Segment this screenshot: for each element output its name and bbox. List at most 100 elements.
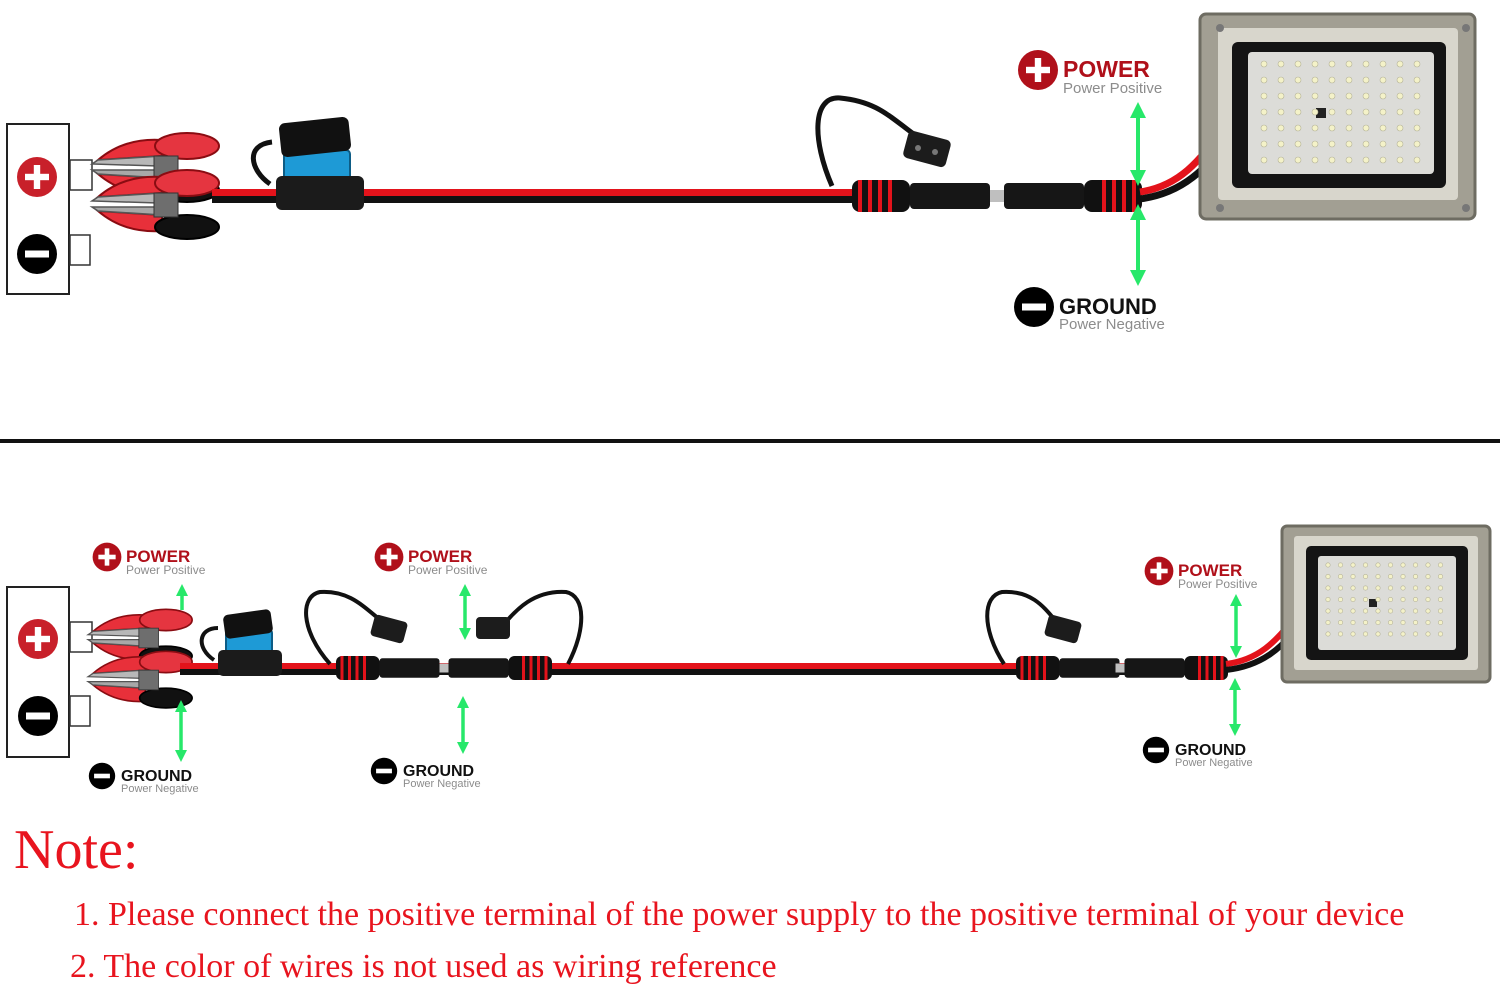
- led-dot: [1350, 596, 1356, 602]
- led-dot: [1325, 608, 1331, 614]
- led-dot: [1425, 585, 1431, 591]
- led-dot: [1311, 108, 1319, 116]
- led-dot: [1438, 631, 1444, 637]
- svg-text:Power Positive: Power Positive: [1178, 577, 1258, 591]
- led-dot: [1363, 585, 1369, 591]
- led-dot: [1438, 585, 1444, 591]
- led-dot: [1413, 562, 1419, 568]
- red-wire: [212, 189, 862, 196]
- led-dot: [1338, 573, 1344, 579]
- minus-circle-icon: [88, 762, 116, 790]
- led-dot: [1362, 156, 1370, 164]
- led-dot: [1375, 573, 1381, 579]
- led-dot: [1425, 608, 1431, 614]
- led-dot: [1294, 140, 1302, 148]
- led-dot: [1413, 585, 1419, 591]
- led-dot: [1379, 124, 1387, 132]
- connector-dust-cap: [815, 95, 951, 187]
- sae-connector-right: [992, 180, 1142, 212]
- led-grid: [1260, 60, 1421, 164]
- led-dot: [1388, 585, 1394, 591]
- led-grid: [1325, 562, 1444, 637]
- svg-text:POWER: POWER: [126, 547, 190, 566]
- svg-text:POWER: POWER: [1178, 561, 1242, 580]
- led-dot: [1400, 631, 1406, 637]
- led-dot: [1363, 596, 1369, 602]
- plus-circle-icon: [92, 542, 122, 572]
- led-dot: [1325, 631, 1331, 637]
- led-dot: [1379, 76, 1387, 84]
- led-dot: [1362, 140, 1370, 148]
- led-dot: [1311, 140, 1319, 148]
- svg-text:POWER: POWER: [1063, 56, 1150, 82]
- led-dot: [1311, 156, 1319, 164]
- led-dot: [1277, 156, 1285, 164]
- led-dot: [1363, 562, 1369, 568]
- led-dot: [1338, 619, 1344, 625]
- led-dot: [1362, 92, 1370, 100]
- led-dot: [1345, 60, 1353, 68]
- black-wire: [180, 669, 1185, 675]
- led-dot: [1325, 596, 1331, 602]
- led-dot: [1325, 573, 1331, 579]
- led-dot: [1413, 108, 1421, 116]
- power-label: POWER Power Positive: [1144, 556, 1258, 591]
- sae-connector-left: [852, 180, 1002, 212]
- led-dot: [1375, 608, 1381, 614]
- inline-fuse-holder: [199, 609, 282, 676]
- led-dot: [1425, 562, 1431, 568]
- led-dot: [1325, 619, 1331, 625]
- led-dot: [1400, 585, 1406, 591]
- led-dot: [1379, 108, 1387, 116]
- led-dot: [1294, 108, 1302, 116]
- led-dot: [1413, 124, 1421, 132]
- ground-label: GROUND Power Negative: [1014, 287, 1165, 333]
- led-dot: [1277, 108, 1285, 116]
- led-dot: [1425, 596, 1431, 602]
- led-dot: [1388, 562, 1394, 568]
- led-dot: [1350, 562, 1356, 568]
- inline-fuse-holder: [250, 117, 364, 210]
- led-dot: [1311, 92, 1319, 100]
- led-dot: [1413, 608, 1419, 614]
- led-dot: [1400, 596, 1406, 602]
- led-dot: [1294, 76, 1302, 84]
- led-dot: [1413, 596, 1419, 602]
- led-dot: [1338, 631, 1344, 637]
- led-dot: [1362, 60, 1370, 68]
- led-dot: [1375, 585, 1381, 591]
- led-dot: [1413, 573, 1419, 579]
- power-label: POWER Power Positive: [92, 542, 206, 577]
- sae-connector: [439, 656, 552, 680]
- battery-negative-icon: [18, 696, 58, 736]
- led-dot: [1379, 92, 1387, 100]
- led-dot: [1260, 60, 1268, 68]
- led-dot: [1400, 562, 1406, 568]
- led-dot: [1396, 156, 1404, 164]
- led-dot: [1345, 92, 1353, 100]
- led-dot: [1362, 76, 1370, 84]
- led-dot: [1338, 608, 1344, 614]
- note-title: Note:: [14, 819, 139, 881]
- led-dot: [1325, 585, 1331, 591]
- minus-circle-icon: [1142, 736, 1170, 764]
- svg-text:GROUND: GROUND: [403, 763, 474, 780]
- led-dot: [1345, 124, 1353, 132]
- led-dot: [1375, 596, 1381, 602]
- led-dot: [1350, 619, 1356, 625]
- led-dot: [1311, 76, 1319, 84]
- led-dot: [1362, 108, 1370, 116]
- led-dot: [1413, 631, 1419, 637]
- led-dot: [1388, 619, 1394, 625]
- black-wire: [212, 196, 862, 203]
- sae-connector: [336, 656, 449, 680]
- led-dot: [1388, 608, 1394, 614]
- led-dot: [1413, 619, 1419, 625]
- led-dot: [1328, 108, 1336, 116]
- led-dot: [1328, 92, 1336, 100]
- svg-text:Power Positive: Power Positive: [126, 563, 206, 577]
- led-dot: [1294, 60, 1302, 68]
- svg-text:GROUND: GROUND: [1175, 742, 1246, 759]
- led-dot: [1413, 60, 1421, 68]
- led-dot: [1413, 76, 1421, 84]
